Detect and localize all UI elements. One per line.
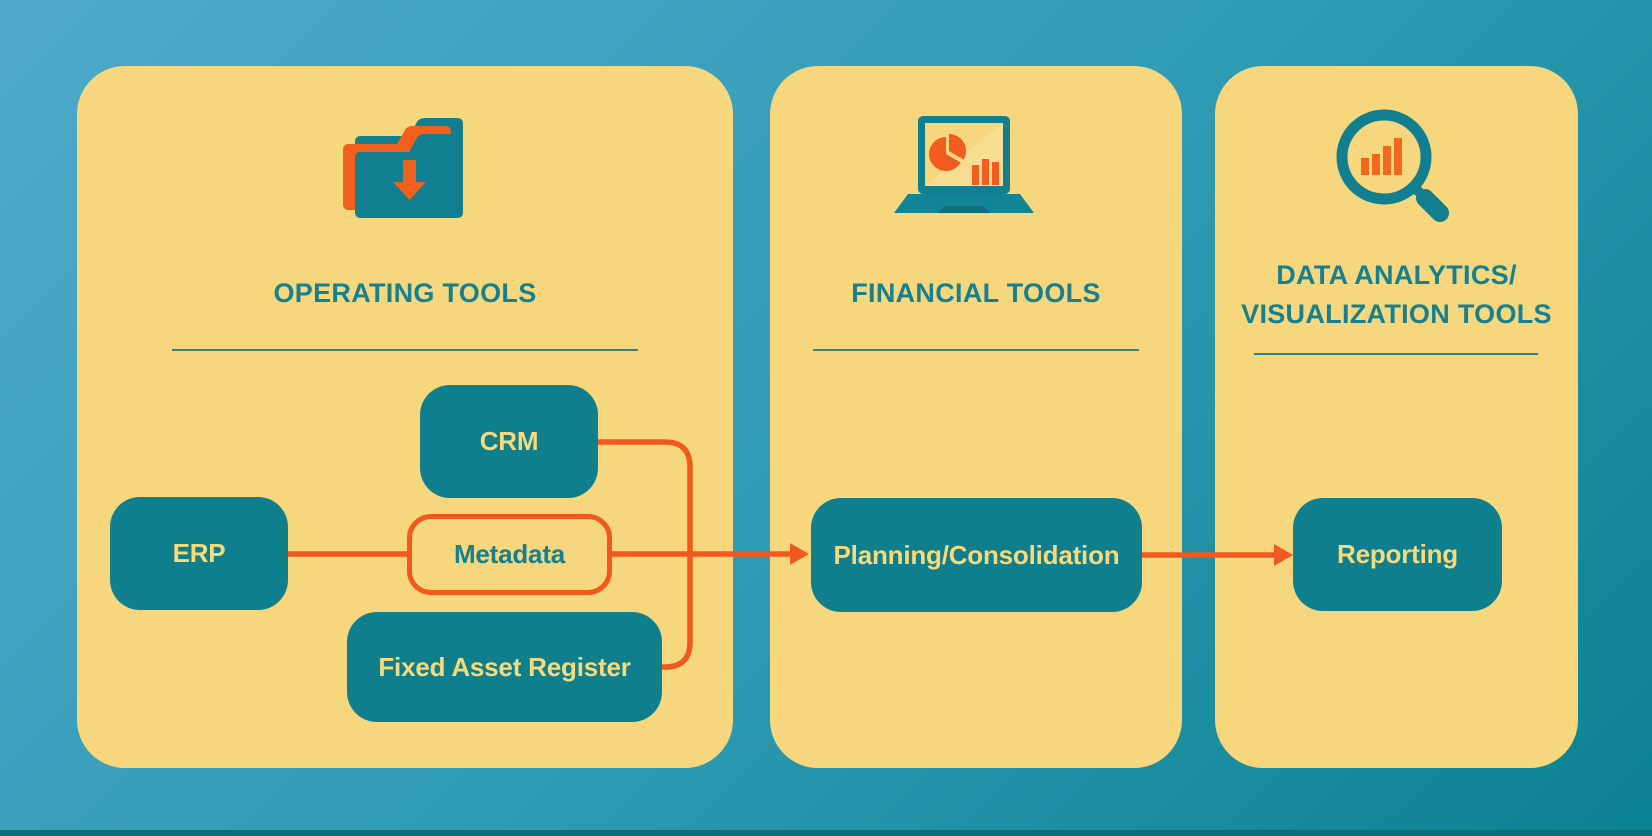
node-erp: ERP: [110, 497, 288, 610]
connector-fixed-asset-merge: [662, 554, 693, 670]
panel-title-underline: [813, 349, 1139, 351]
panel-title-line: OPERATING TOOLS: [273, 278, 537, 308]
download-arrow-icon: [393, 160, 426, 200]
panel-title-underline: [172, 349, 638, 351]
node-label: CRM: [479, 426, 539, 456]
connector-crm-merge: [598, 439, 693, 554]
bottom-edge-strip: [0, 830, 1652, 836]
panel-title-line: DATA ANALYTICS/: [1276, 260, 1517, 290]
node-fixed-asset-register: Fixed Asset Register: [347, 612, 662, 722]
node-metadata: Metadata: [407, 514, 612, 595]
panel-data-analytics-tools: [1215, 66, 1578, 768]
panel-title-financial-tools: FINANCIAL TOOLS: [770, 276, 1182, 310]
node-label: Metadata: [453, 539, 566, 569]
panel-title-line: FINANCIAL TOOLS: [851, 278, 1101, 308]
magnifier-bar-chart-icon: [1336, 109, 1449, 222]
node-label: Fixed Asset Register: [378, 651, 631, 682]
rising-bars-icon: [1361, 138, 1402, 175]
laptop-analytics-icon: [894, 116, 1034, 213]
panel-title-data-analytics: DATA ANALYTICS/ VISUALIZATION TOOLS: [1215, 256, 1578, 334]
panel-title-operating-tools: OPERATING TOOLS: [77, 276, 733, 310]
arrowhead-into-planning-icon: [790, 543, 809, 565]
node-reporting: Reporting: [1293, 498, 1502, 611]
node-label: Planning/Consolidation: [833, 539, 1120, 570]
panel-title-underline: [1254, 353, 1538, 355]
node-crm: CRM: [420, 385, 598, 498]
panel-title-line: VISUALIZATION TOOLS: [1241, 299, 1552, 329]
node-label: Reporting: [1337, 539, 1458, 569]
pie-chart-icon: [928, 134, 966, 171]
node-label: ERP: [172, 538, 226, 568]
arrowhead-into-reporting-icon: [1274, 544, 1293, 566]
folder-download-icon: [343, 118, 463, 218]
bar-chart-icon: [972, 159, 999, 185]
node-planning-consolidation: Planning/Consolidation: [811, 498, 1142, 612]
